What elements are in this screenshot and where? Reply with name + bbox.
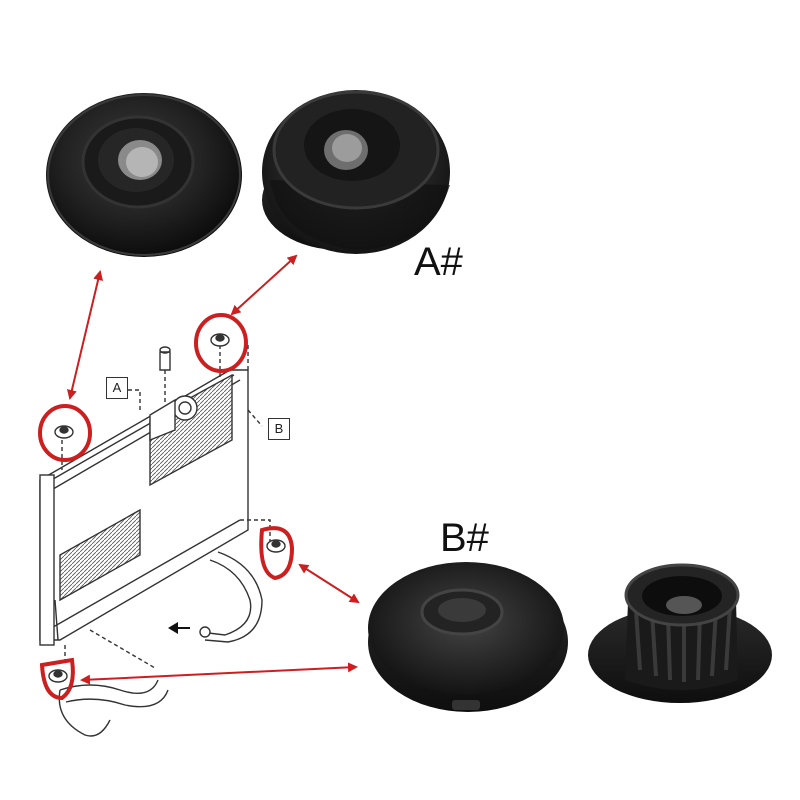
callout-box-b: B [268, 418, 290, 440]
callout-circles [38, 313, 295, 701]
callout-arrows [66, 254, 360, 685]
callout-circle-bottom-right [259, 526, 295, 581]
radiator-diagram [39, 333, 286, 737]
part-label-a: A# [414, 240, 463, 284]
callout-circle-top-left [38, 404, 92, 462]
arrow-a-left [66, 270, 104, 400]
callout-circle-top-right [194, 313, 248, 373]
callout-box-a: A [106, 377, 128, 399]
arrow-b-upper [298, 563, 360, 604]
callout-circle-bottom-left [39, 657, 75, 701]
part-label-b: B# [440, 516, 489, 560]
mount-bushing-b-side-icon [588, 563, 772, 703]
arrow-b-lower [80, 662, 358, 685]
mount-bushing-a-side-icon [262, 90, 450, 254]
mount-bushing-a-flat-icon [46, 93, 242, 257]
arrow-a-right [230, 254, 298, 316]
mount-bushing-b-flat-icon [368, 562, 568, 712]
